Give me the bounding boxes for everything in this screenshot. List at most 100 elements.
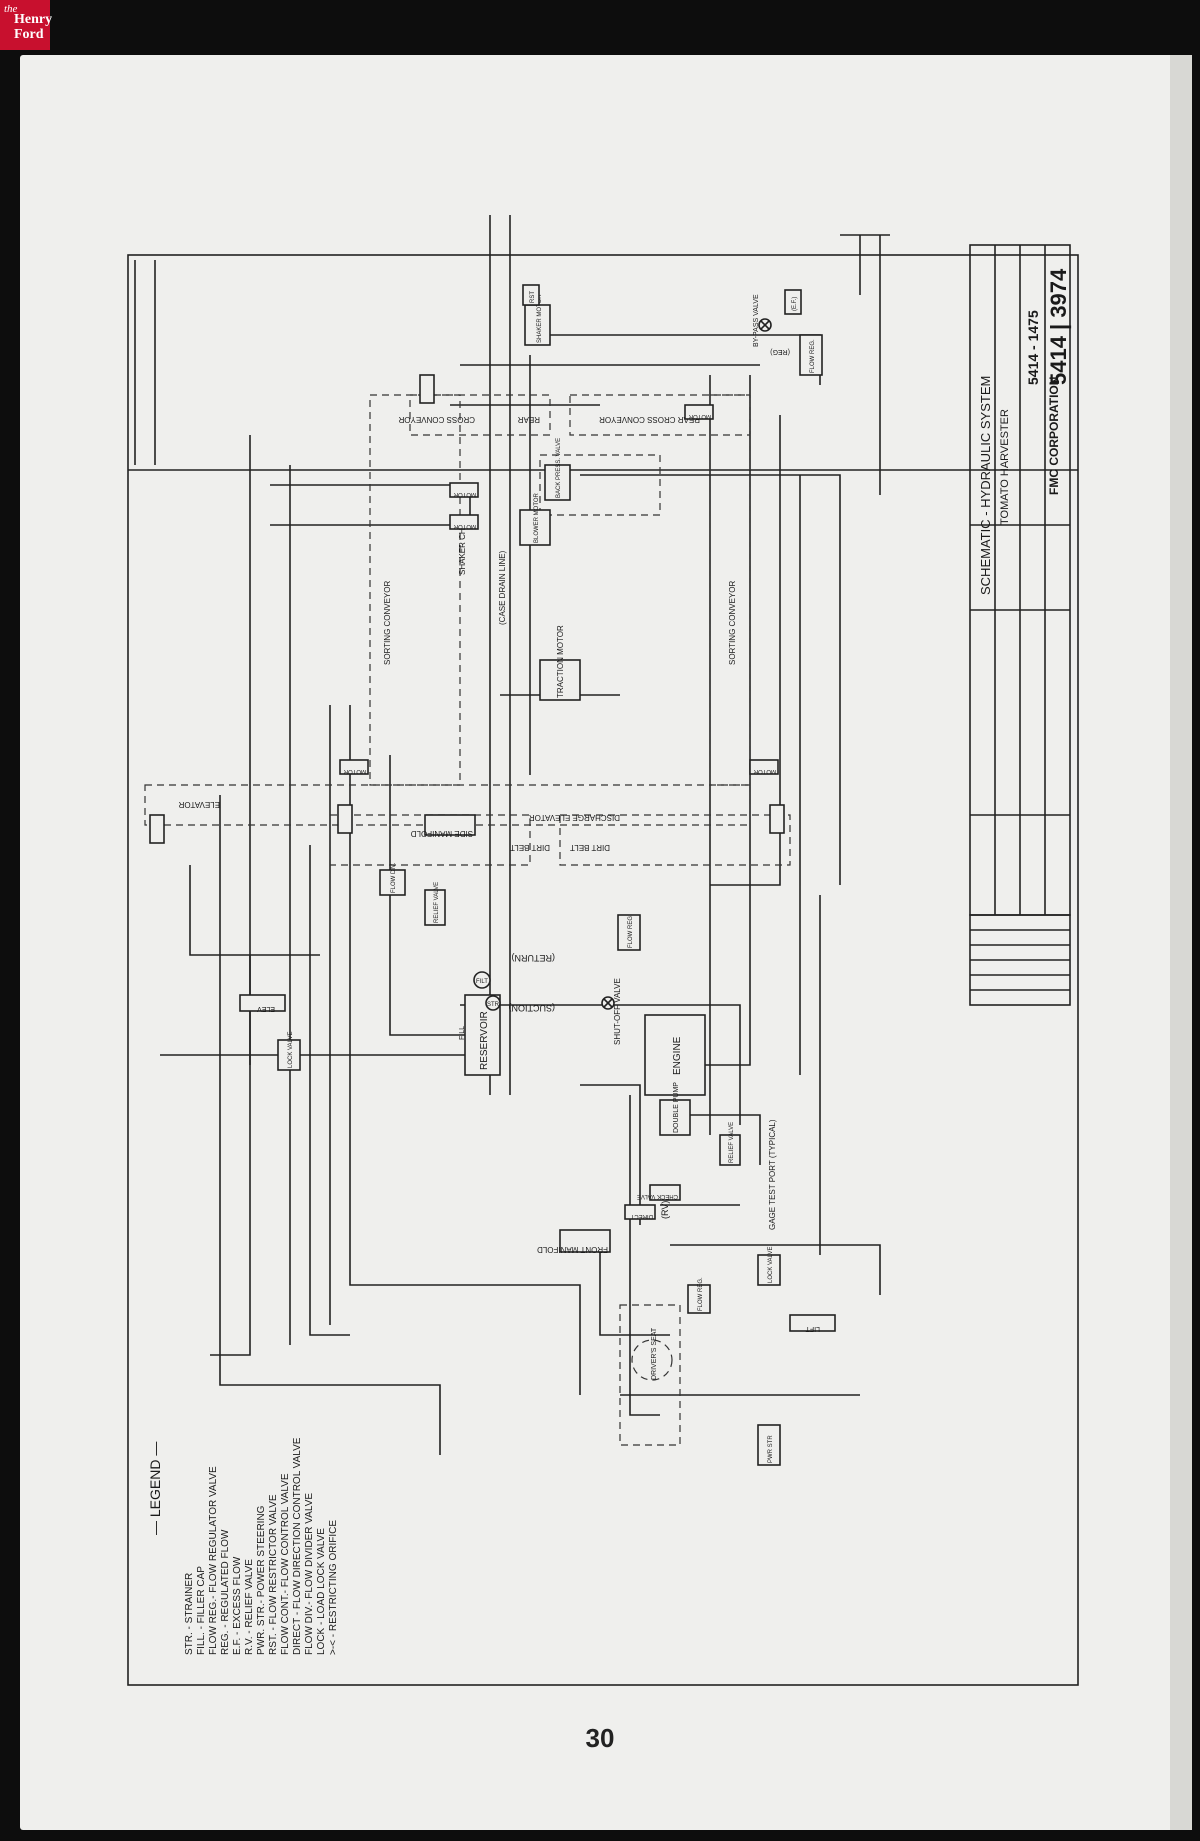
legend-entry-4: REG. - REGULATED FLOW <box>220 1529 231 1655</box>
legend-entry-5: E.F. - EXCESS FLOW <box>232 1556 243 1655</box>
lock-valve-lower-label: LOCK VALVE <box>768 1247 774 1283</box>
component-lift: LIFT <box>789 1314 836 1332</box>
page-edge <box>1170 55 1192 1830</box>
fill-label: FILL <box>459 1026 466 1040</box>
component-lock-valve-upper: LOCK VALVE <box>277 1032 301 1071</box>
lock-valve-upper-label: LOCK VALVE <box>288 1032 294 1068</box>
cross-conveyor-label: CROSS CONVEYOR <box>398 415 475 424</box>
lift-label: LIFT <box>805 1325 820 1332</box>
by-pass-valve-label: BY-PASS VALVE <box>753 294 760 347</box>
rv-label: (RV) <box>660 1201 670 1219</box>
dirt-belt-1-label: DIRT BELT <box>510 843 550 852</box>
legend: — LEGEND — STR. - STRAINER FILL. - FILLE… <box>147 1437 339 1655</box>
motor-label-4: MOTOR <box>343 768 366 774</box>
direct-label: DIRECT <box>630 1213 653 1219</box>
component-drivers-seat: DRIVER'S SEAT <box>631 1327 673 1381</box>
elev-label: ELEV <box>257 1005 275 1012</box>
blower-motor-label: BLOWER MOTOR <box>534 492 540 543</box>
sorting-conveyor-top-label: SORTING CONVEYOR <box>383 580 392 665</box>
rst-label: RST <box>530 291 536 303</box>
pwr-str-label: PWR STR <box>768 1435 774 1463</box>
filt-label: FILT <box>476 979 488 985</box>
component-shaker-motor: SHAKER MOTOR RST <box>522 284 551 346</box>
title-block-company: FMC CORPORATION <box>1047 377 1061 495</box>
title-block-subtitle: TOMATO HARVESTER <box>999 409 1011 525</box>
gage-test-port-label: GAGE TEST PORT (TYPICAL) <box>768 1119 777 1230</box>
rear-cross-conveyor-label: REAR CROSS CONVEYOR <box>599 415 700 424</box>
component-shut-off-valve: SHUT-OFF VALVE <box>601 978 622 1045</box>
shaker-chain-label: SHAKER CHAIN <box>458 515 467 575</box>
page-number-wrap: 30 <box>20 55 1180 1830</box>
flow-div-label: FLOW DIV. <box>391 863 397 893</box>
traction-motor-label: TRACTION MOTOR <box>556 625 565 698</box>
front-manifold-label: FRONT MANIFOLD <box>537 1245 608 1254</box>
legend-entry-9: FLOW CONT.- FLOW CONTROL VALVE <box>280 1473 291 1655</box>
return-label: (RETURN) <box>512 953 556 963</box>
motor-label-2: MOTOR <box>453 523 476 529</box>
component-check-valve: CHECK VALVE DIRECT (RV) <box>624 1184 681 1220</box>
revision-list <box>969 914 1071 1006</box>
component-lock-valve-lower: LOCK VALVE <box>757 1247 781 1286</box>
logo-text-henry: Henry <box>14 12 53 27</box>
component-blower-motor: BLOWER MOTOR <box>519 492 551 546</box>
component-back-press-valve: BACK PRESS. VALVE <box>544 438 571 501</box>
component-relief-valve: RELIEF VALVE <box>424 882 446 926</box>
title-block-ref: 5414 - 1475 <box>1025 310 1041 385</box>
component-flow-div: FLOW DIV. <box>379 863 406 896</box>
motor-boxes: MOTOR MOTOR MOTOR MOTOR MOTOR <box>149 374 785 844</box>
motor-label-5: MOTOR <box>753 768 776 774</box>
shut-off-valve-label: SHUT-OFF VALVE <box>613 978 622 1045</box>
component-flow-reg-front: FLOW REG. <box>687 1277 711 1314</box>
component-flow-reg-lower: FLOW REG. <box>617 914 641 951</box>
legend-entry-6: R.V. - RELIEF VALVE <box>244 1559 255 1655</box>
flow-reg-front-label: FLOW REG. <box>698 1277 704 1311</box>
motor-label-3: MOTOR <box>688 413 711 419</box>
component-relief-valve-pump: RELIEF VALVE <box>719 1122 741 1166</box>
drawing-border <box>127 254 1079 1686</box>
flow-reg-lower-label: FLOW REG. <box>628 914 634 948</box>
legend-entry-11: FLOW DIV.- FLOW DIVIDER VALVE <box>304 1493 315 1655</box>
legend-entry-13: >-< - RESTRICTING ORIFICE <box>328 1520 339 1655</box>
drivers-seat-label: DRIVER'S SEAT <box>651 1327 658 1380</box>
suction-label: (SUCTION) <box>509 1003 556 1013</box>
henry-ford-logo: the Henry Ford <box>0 0 53 50</box>
case-drain-line-label: (CASE DRAIN LINE) <box>498 550 507 625</box>
shaker-motor-label: SHAKER MOTOR <box>537 294 543 343</box>
component-reservoir: RESERVOIR FILT STR FILL <box>459 971 501 1076</box>
reservoir-label: RESERVOIR <box>479 1011 490 1070</box>
engine-label: ENGINE <box>672 1036 683 1075</box>
relief-valve-pump-label: RELIEF VALVE <box>729 1122 735 1163</box>
title-block: SCHEMATIC - HYDRAULIC SYSTEM TOMATO HARV… <box>969 244 1071 916</box>
dirt-belt-2-label: DIRT BELT <box>570 843 610 852</box>
double-pump-label: DOUBLE PUMP <box>673 1082 680 1133</box>
component-flow-reg-upper: FLOW REG. (REG) (E.F.) <box>770 289 823 376</box>
logo-text-the: the <box>4 3 18 15</box>
component-engine: ENGINE <box>644 1014 706 1096</box>
legend-entry-7: PWR. STR.- POWER STEERING <box>256 1505 267 1655</box>
check-valve-label: CHECK VALVE <box>637 1193 678 1199</box>
ef-upper-label: (E.F.) <box>792 297 798 311</box>
border-tick-strip <box>134 260 156 465</box>
legend-entry-2: FILL. - FILLER CAP <box>196 1566 207 1655</box>
component-traction-motor: TRACTION MOTOR <box>539 625 581 701</box>
side-manifold-label: SIDE MANIFOLD <box>411 829 473 838</box>
flow-reg-upper-label: FLOW REG. <box>810 339 816 373</box>
discharge-elevator-label: DISCHARGE ELEVATOR <box>529 813 620 822</box>
document-page <box>20 55 1180 1830</box>
rear-label: REAR <box>518 415 540 424</box>
legend-entry-12: LOCK - LOAD LOCK VALVE <box>316 1528 327 1655</box>
hydraulic-schematic: SCHEMATIC - HYDRAULIC SYSTEM TOMATO HARV… <box>127 215 1079 1686</box>
motor-label-1: MOTOR <box>453 491 476 497</box>
component-side-manifold: SIDE MANIFOLD <box>411 814 476 838</box>
sorting-conveyor-bottom-label: SORTING CONVEYOR <box>728 580 737 665</box>
legend-entry-1: STR. - STRAINER <box>184 1573 195 1655</box>
legend-entry-8: RST. - FLOW RESTRICTOR VALVE <box>268 1494 279 1655</box>
component-double-pump: DOUBLE PUMP <box>659 1082 691 1136</box>
legend-title: — LEGEND — <box>147 1442 163 1535</box>
back-press-valve-label: BACK PRESS. VALVE <box>556 438 562 498</box>
elevator-label: ELEVATOR <box>178 800 220 809</box>
relief-valve-label: RELIEF VALVE <box>434 882 440 923</box>
reg-upper-label: (REG) <box>770 348 790 355</box>
component-elev: ELEV <box>239 994 286 1012</box>
title-block-drawing-number: 5414 | 3974 <box>1046 268 1071 385</box>
